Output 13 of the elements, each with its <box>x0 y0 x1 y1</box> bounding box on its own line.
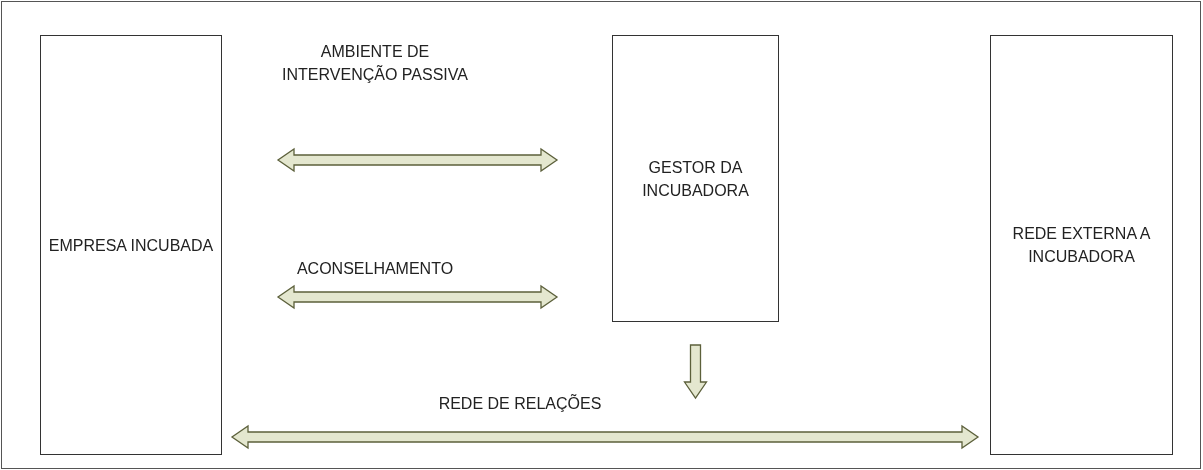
double-block-arrow <box>230 424 980 450</box>
box-label: EMPRESA INCUBADA <box>48 235 214 256</box>
edge-label: REDE DE RELAÇÕES <box>437 393 603 414</box>
double-block-arrow <box>276 147 559 173</box>
double-block-arrow <box>683 344 708 400</box>
edge-label: AMBIENTE DE INTERVENÇÃO PASSIVA <box>281 42 469 85</box>
entity-box <box>40 35 222 455</box>
box-label: REDE EXTERNA A INCUBADORA <box>1011 224 1152 267</box>
entity-box <box>990 35 1173 455</box>
box-label: GESTOR DA INCUBADORA <box>641 157 750 201</box>
entity-box <box>612 35 779 322</box>
edge-label: ACONSELHAMENTO <box>295 259 455 279</box>
double-block-arrow <box>276 284 559 310</box>
